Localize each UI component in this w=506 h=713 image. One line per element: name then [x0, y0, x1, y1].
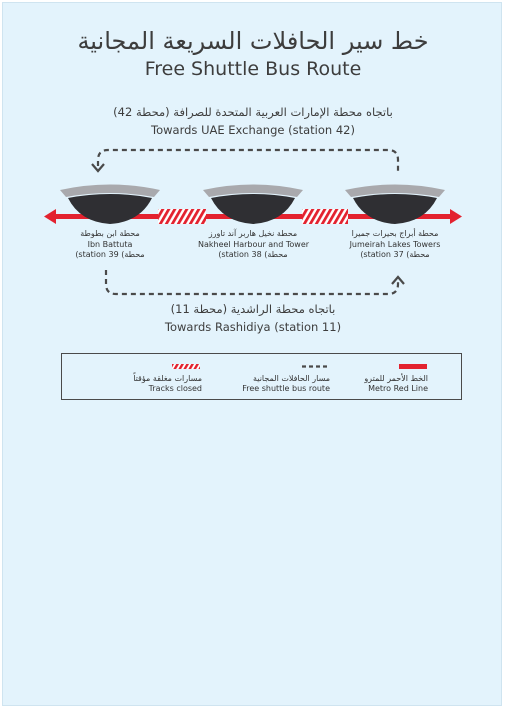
- arrow-up-icon: [391, 275, 405, 285]
- legend: مسارات مغلقة مؤقتاً Tracks closed مسار ا…: [61, 353, 462, 400]
- station-ibn-battuta: محطة ابن بطوطة Ibn Battuta (station 39 (…: [65, 229, 155, 261]
- legend-metro-swatch: [399, 364, 427, 369]
- title-english: Free Shuttle Bus Route: [144, 58, 362, 80]
- direction-top-english: Towards UAE Exchange (station 42): [151, 123, 355, 137]
- station-number: (station 38 (محطة: [218, 250, 288, 259]
- station-nakheel-harbour: محطة نخيل هاربر آند تاورز Nakheel Harbou…: [198, 229, 310, 261]
- direction-bottom-arabic: باتجاه محطة الراشدية (محطة 11): [170, 302, 336, 316]
- station-label-arabic: محطة ابن بطوطة: [80, 229, 140, 238]
- direction-top-arabic: باتجاه محطة الإمارات العربية المتحدة للص…: [113, 105, 393, 119]
- station-canopy-icon: [60, 184, 160, 224]
- legend-metro-arabic: الخط الأحمر للمترو: [364, 374, 428, 383]
- shuttle-route-bottom: [104, 270, 400, 296]
- station-label-english: Ibn Battuta: [87, 239, 133, 249]
- legend-metro-english: Metro Red Line: [368, 384, 428, 393]
- shuttle-route-top: [96, 148, 400, 172]
- arrow-down-icon: [91, 163, 105, 173]
- legend-symbols: [172, 364, 427, 369]
- station-label-english: Nakheel Harbour and Tower: [198, 239, 310, 249]
- station-number: (station 39 (محطة: [75, 250, 145, 259]
- arrow-left-icon: [44, 209, 56, 224]
- direction-bottom-english: Towards Rashidiya (station 11): [164, 320, 342, 334]
- closed-track-2: [302, 209, 348, 224]
- station-jumeirah-lakes-towers: محطة أبراج بحيرات جميرا Jumeirah Lakes T…: [345, 229, 445, 261]
- legend-closed-swatch: [172, 364, 200, 369]
- legend-closed-arabic: مسارات مغلقة مؤقتاً: [133, 374, 202, 383]
- title-arabic: خط سير الحافلات السريعة المجانية: [77, 27, 429, 55]
- legend-closed: مسارات مغلقة مؤقتاً Tracks closed: [122, 374, 202, 394]
- station-label-english: Jumeirah Lakes Towers: [349, 239, 441, 249]
- legend-shuttle: مسار الحافلات المجانية Free shuttle bus …: [230, 374, 330, 394]
- station-label-arabic: محطة نخيل هاربر آند تاورز: [208, 229, 298, 238]
- arrow-right-icon: [450, 209, 462, 224]
- legend-shuttle-arabic: مسار الحافلات المجانية: [252, 374, 330, 383]
- map-panel: [2, 2, 502, 706]
- station-number: (station 37 (محطة: [360, 250, 430, 259]
- legend-metro: الخط الأحمر للمترو Metro Red Line: [352, 374, 428, 394]
- station-label-arabic: محطة أبراج بحيرات جميرا: [351, 229, 439, 238]
- legend-shuttle-english: Free shuttle bus route: [242, 384, 330, 393]
- legend-closed-english: Tracks closed: [148, 384, 202, 393]
- station-canopy-icon: [203, 184, 303, 224]
- station-canopy-icon: [345, 184, 445, 224]
- closed-track-1: [158, 209, 206, 224]
